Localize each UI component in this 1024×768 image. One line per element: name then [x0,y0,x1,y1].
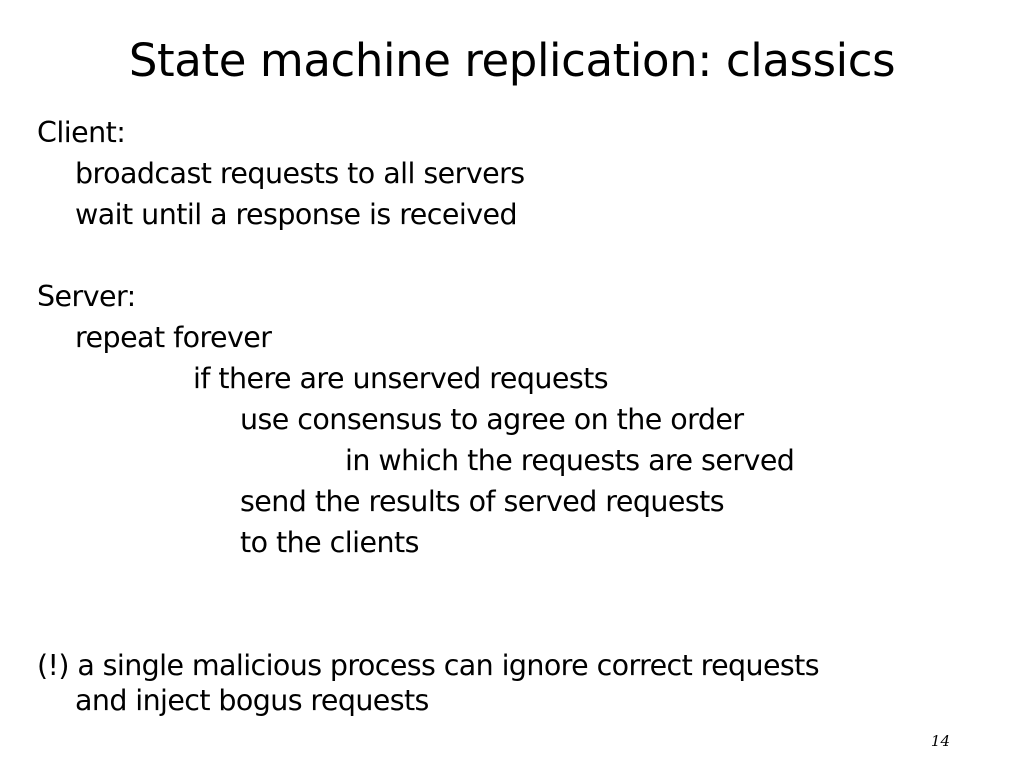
body-line: in which the requests are served [345,444,795,477]
page-number: 14 [930,732,950,750]
note-line: (!) a single malicious process can ignor… [37,649,820,682]
body-line: repeat forever [75,321,272,354]
body-line: to the clients [240,526,419,559]
slide-body: Client: broadcast requests to all server… [37,112,997,563]
body-line: wait until a response is received [75,198,518,231]
body-line: use consensus to agree on the order [240,403,744,436]
slide-note: (!) a single malicious process can ignor… [37,648,997,718]
body-line-blank [37,235,997,276]
slide-title: State machine replication: classics [128,34,896,87]
body-line: Server: [37,280,136,313]
body-line: Client: [37,116,126,149]
note-line: and inject bogus requests [75,684,429,717]
body-line: broadcast requests to all servers [75,157,525,190]
body-line: if there are unserved requests [193,362,609,395]
body-line: send the results of served requests [240,485,725,518]
